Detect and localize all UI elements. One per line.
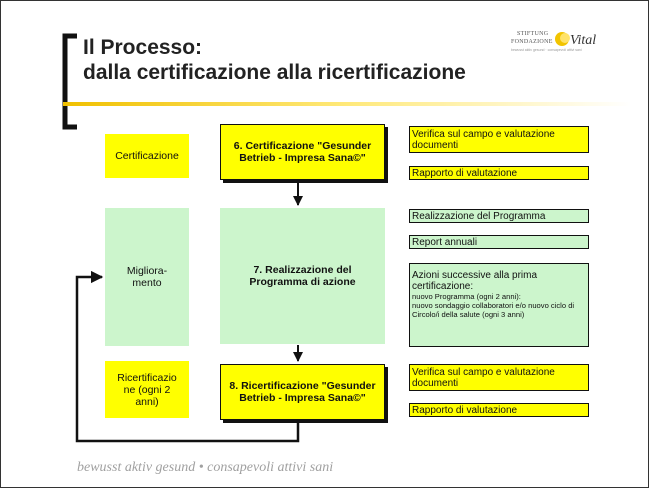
ricertificazione-line-1: Ricertificazio bbox=[117, 371, 177, 384]
report-annuali-label: Report annuali bbox=[412, 236, 478, 248]
azioni-successive-box: Azioni successive alla prima certificazi… bbox=[409, 263, 589, 347]
logo-line-2: FONDAZIONE bbox=[511, 39, 553, 45]
logo-line-1: STIFTUNG bbox=[517, 31, 549, 37]
step-7-label: 7. Realizzazione del Programma di azione bbox=[249, 264, 356, 288]
title-line-1: Il Processo: bbox=[83, 36, 203, 59]
ricertificazione-line-2: ne (ogni 2 bbox=[123, 383, 171, 396]
step-6-label: 6. Certificazione "Gesunder Betrieb - Im… bbox=[233, 140, 372, 164]
ricertificazione-box: Ricertificazio ne (ogni 2 anni) bbox=[105, 361, 189, 418]
azioni-details: nuovo Programma (ogni 2 anni): nuovo son… bbox=[412, 292, 575, 319]
miglioramento-box: Migliora- mento bbox=[105, 208, 189, 346]
title-line-2: dalla certificazione alla ricertificazio… bbox=[83, 61, 466, 84]
fondazione-vital-logo: STIFTUNG FONDAZIONE Vital bewusst aktiv … bbox=[503, 29, 609, 55]
page-title: Il Processo: dalla certificazione alla r… bbox=[83, 35, 623, 85]
step-8-label: 8. Ricertificazione "Gesunder Betrieb - … bbox=[229, 380, 376, 404]
step-7-box: 7. Realizzazione del Programma di azione bbox=[220, 208, 385, 344]
footer-tagline: bewusst aktiv gesund • consapevoli attiv… bbox=[77, 460, 334, 475]
logo-tagline: bewusst aktiv gesund · consapevoli attiv… bbox=[511, 48, 582, 52]
verifica-box-1: Verifica sul campo e valutazione documen… bbox=[409, 126, 589, 153]
loop-back-arrow bbox=[75, 270, 300, 443]
step-8-box: 8. Ricertificazione "Gesunder Betrieb - … bbox=[220, 364, 385, 420]
verifica-box-2: Verifica sul campo e valutazione documen… bbox=[409, 364, 589, 391]
verifica-label-2: Verifica sul campo e valutazione documen… bbox=[412, 366, 555, 389]
rapporto-box-2: Rapporto di valutazione bbox=[409, 403, 589, 417]
step-6-box: 6. Certificazione "Gesunder Betrieb - Im… bbox=[220, 124, 385, 180]
report-annuali-box: Report annuali bbox=[409, 235, 589, 249]
certificazione-label: Certificazione bbox=[115, 150, 179, 162]
azioni-heading: Azioni successive alla prima certificazi… bbox=[412, 270, 538, 292]
rapporto-box-1: Rapporto di valutazione bbox=[409, 166, 589, 180]
realizzazione-box: Realizzazione del Programma bbox=[409, 209, 589, 223]
verifica-label-1: Verifica sul campo e valutazione documen… bbox=[412, 128, 555, 151]
ricertificazione-line-3: anni) bbox=[135, 395, 159, 408]
realizzazione-label: Realizzazione del Programma bbox=[412, 210, 546, 222]
miglioramento-line-1: Migliora- bbox=[126, 265, 168, 277]
logo-mark-text: Vital bbox=[570, 33, 596, 48]
certificazione-box: Certificazione bbox=[105, 134, 189, 178]
header-divider bbox=[63, 102, 631, 106]
rapporto-label-2: Rapporto di valutazione bbox=[412, 404, 518, 416]
logo-mark-icon: Vital bbox=[555, 32, 596, 48]
miglioramento-line-2: mento bbox=[132, 277, 162, 289]
rapporto-label-1: Rapporto di valutazione bbox=[412, 167, 518, 179]
